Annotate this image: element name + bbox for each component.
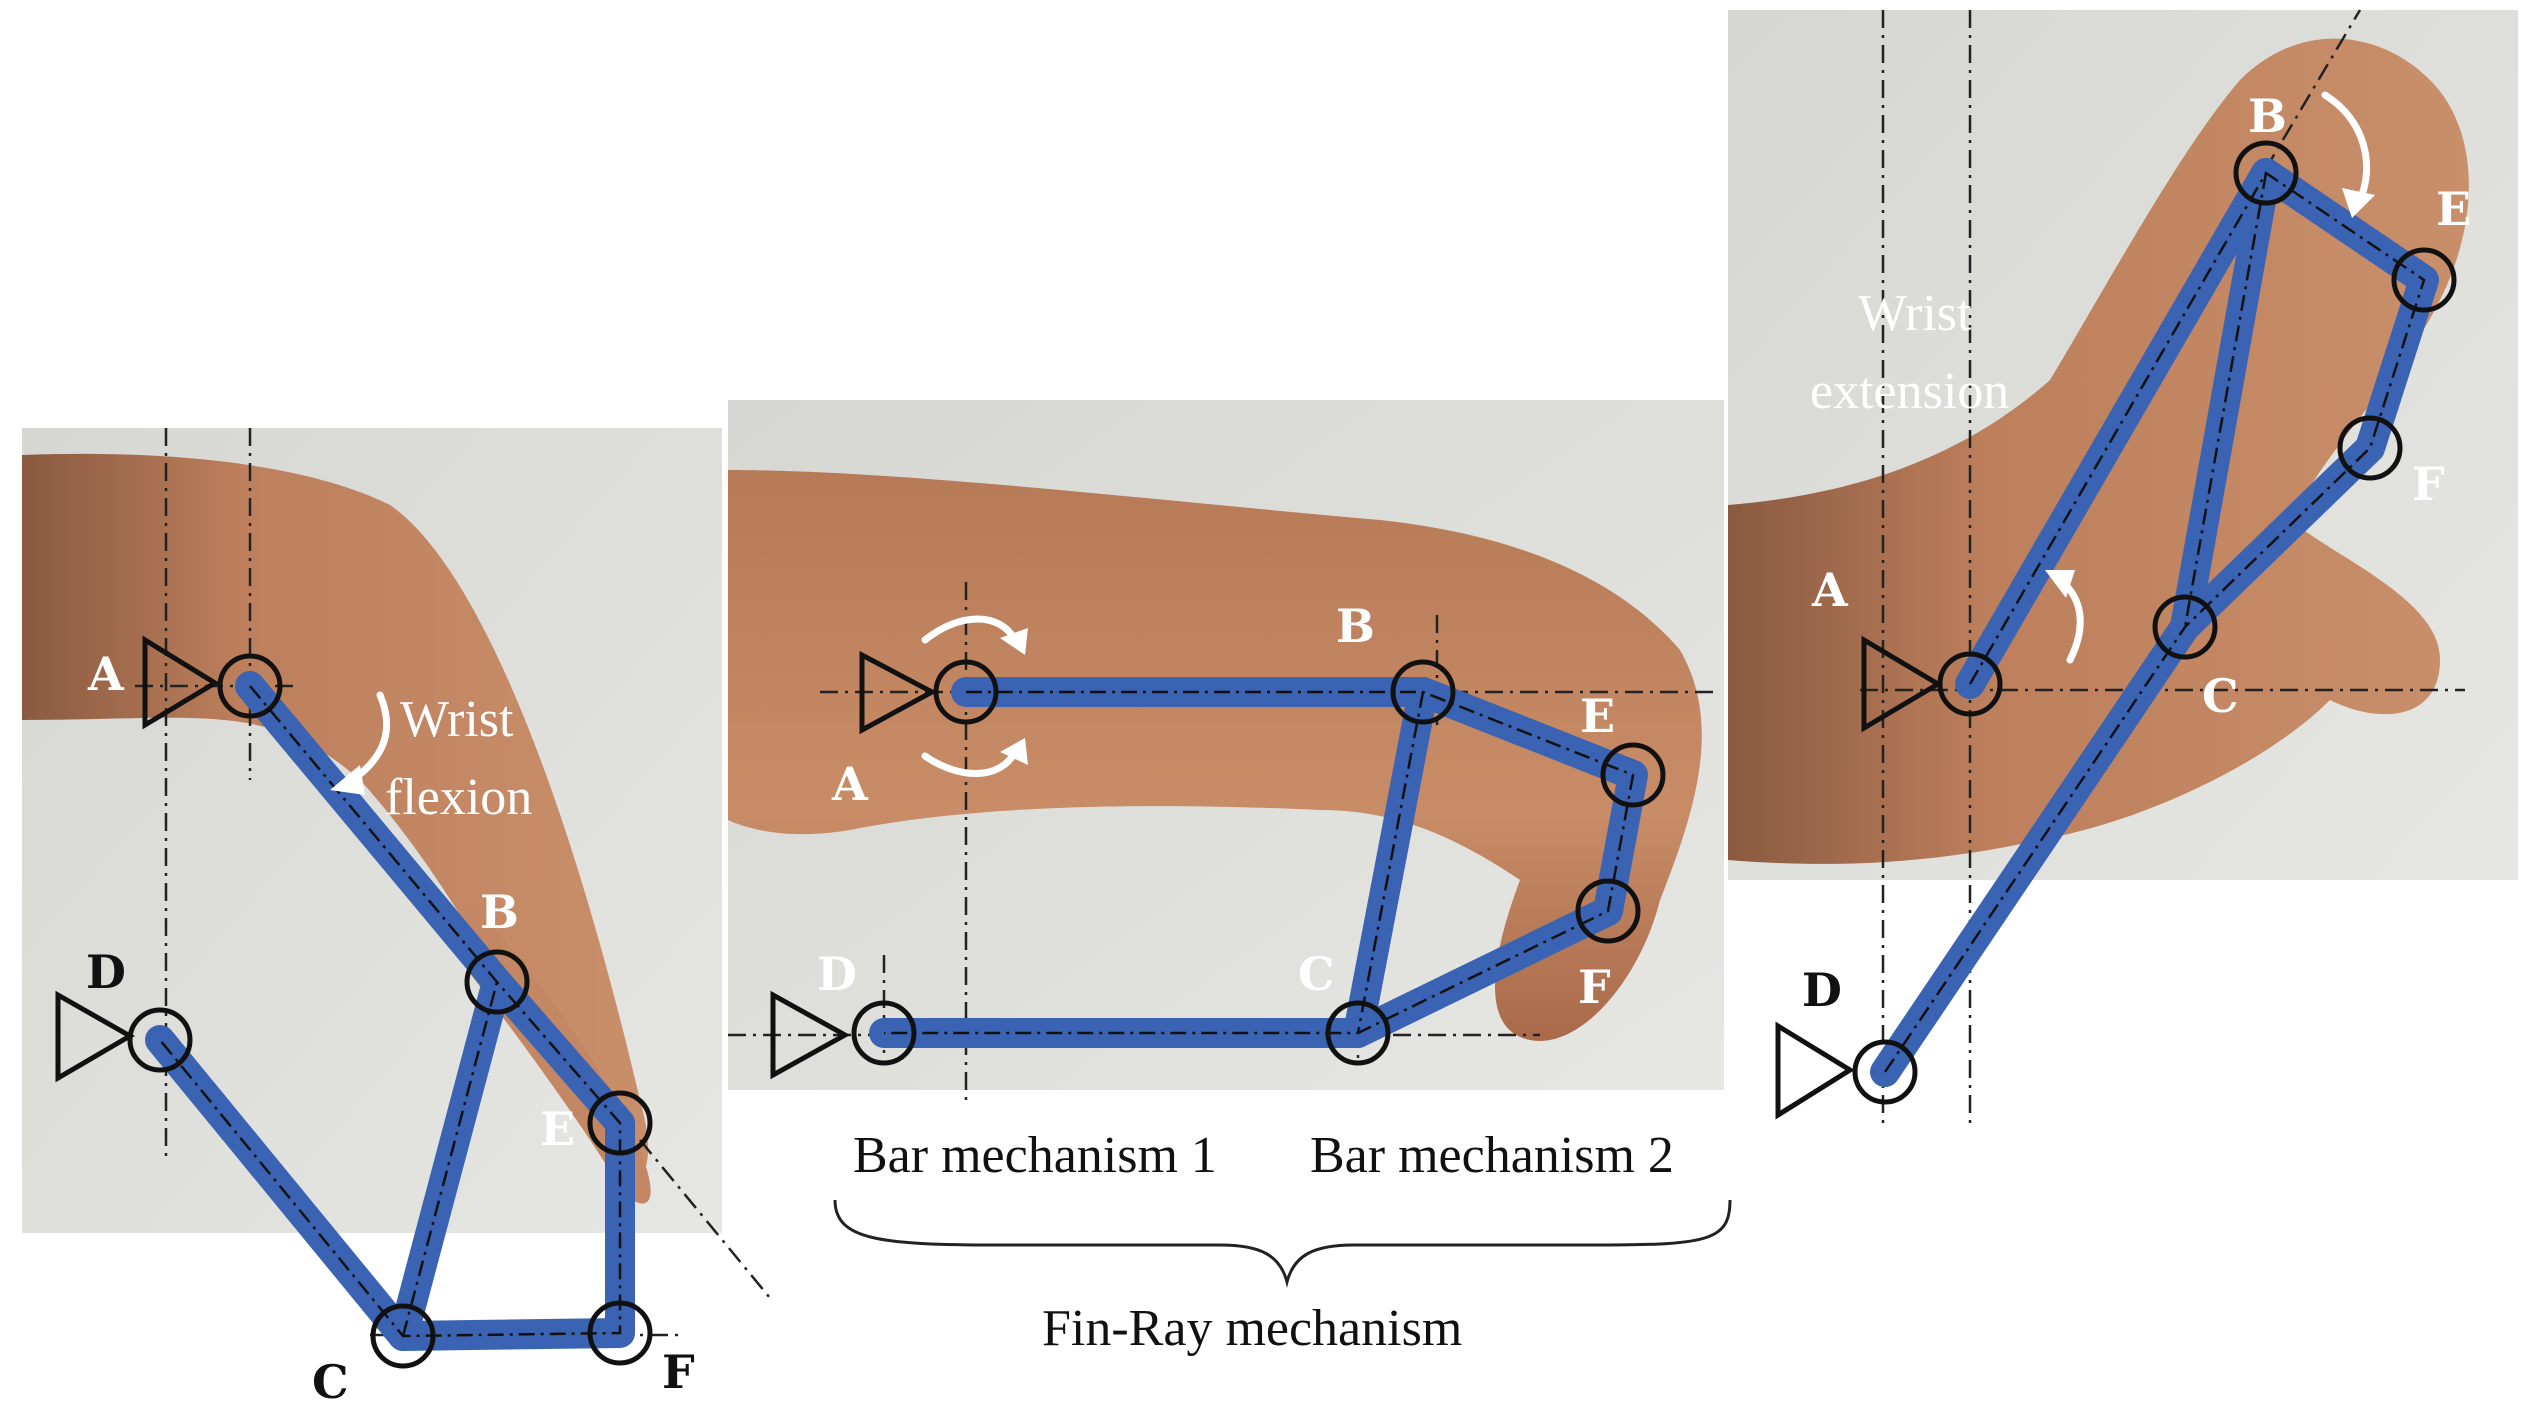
brace-icon	[833, 1199, 1732, 1288]
caption-extension-line2: extension	[1810, 363, 2009, 420]
label-fin-ray-mechanism: Fin-Ray mechanism	[1042, 1300, 1462, 1357]
label-d-flexion: D	[86, 945, 126, 999]
centerline-bc-neutral	[1356, 691, 1425, 1034]
joint-e-flexion-icon	[587, 1090, 653, 1156]
joint-c-extension-icon	[2152, 594, 2218, 660]
rotation-arrow-b-extension-icon	[2321, 91, 2370, 204]
label-a-neutral: A	[831, 757, 869, 811]
pivot-d-extension-icon	[1775, 1021, 1855, 1120]
panel-wrist-extension: A B E F C D Wrist extension	[1728, 9, 2518, 1130]
joint-d-neutral-icon	[851, 1000, 917, 1066]
link-cb-flexion	[388, 967, 512, 1351]
label-e-extension: E	[2436, 182, 2471, 236]
joint-f-neutral-icon	[1575, 878, 1641, 944]
guide-diag-extension	[2263, 9, 2362, 171]
caption-flexion-line2: flexion	[385, 769, 532, 826]
label-b-extension: B	[2248, 89, 2287, 143]
joint-d-extension-icon	[1852, 1039, 1918, 1105]
label-c-flexion: C	[312, 1355, 349, 1409]
joint-a-extension-icon	[1937, 651, 2003, 717]
label-d-neutral: D	[817, 947, 857, 1001]
caption-extension-line1: Wrist	[1858, 285, 1972, 342]
label-a-extension: A	[1811, 563, 1849, 617]
label-c-extension: C	[2202, 669, 2239, 723]
pivot-a-flexion-icon	[142, 635, 220, 730]
hand-neutral	[728, 470, 1702, 1041]
joint-f-extension-icon	[2337, 415, 2403, 481]
centerline-flexion	[159, 685, 622, 1338]
label-f-neutral: F	[1578, 960, 1611, 1014]
rotation-arrow-top-neutral-icon	[921, 615, 1019, 644]
label-c-neutral: C	[1298, 947, 1335, 1001]
joint-e-neutral-icon	[1600, 742, 1666, 808]
rotation-arrowhead-a-extension-icon	[2045, 570, 2075, 598]
joint-b-neutral-icon	[1390, 659, 1456, 725]
joint-d-flexion-icon	[127, 1007, 193, 1073]
label-f-flexion: F	[662, 1345, 695, 1399]
centerline-neutral	[884, 690, 1635, 1035]
joint-b-extension-icon	[2233, 140, 2299, 206]
caption-flexion-line1: Wrist	[400, 691, 514, 748]
label-d-extension: D	[1802, 963, 1842, 1017]
joint-a-neutral-icon	[933, 659, 999, 725]
label-a-flexion: A	[87, 647, 125, 701]
pivot-a-extension-icon	[1861, 635, 1943, 733]
label-b-flexion: B	[480, 885, 519, 939]
label-f-extension: F	[2412, 457, 2445, 511]
joint-f-flexion-icon	[587, 1300, 653, 1366]
pivot-d-flexion-icon	[55, 990, 136, 1083]
label-bar-mechanism-2: Bar mechanism 2	[1310, 1127, 1674, 1184]
joint-c-flexion-icon	[370, 1303, 436, 1369]
panel-wrist-flexion: A B D E C F Wrist flexion	[22, 428, 771, 1409]
centerline-extension	[1883, 171, 2426, 1073]
label-e-flexion: E	[540, 1102, 575, 1156]
joint-e-extension-icon	[2391, 247, 2457, 313]
joint-c-neutral-icon	[1325, 1000, 1391, 1066]
joint-a-flexion-icon	[217, 653, 283, 719]
label-bar-mechanism-1: Bar mechanism 1	[853, 1127, 1217, 1184]
rotation-arrow-bottom-neutral-icon	[921, 748, 1019, 777]
forearm-flexion	[22, 453, 649, 1182]
panel-neutral: A B E F C D Bar mechanism 1 Bar mechanis…	[728, 400, 1732, 1357]
label-b-neutral: B	[1336, 599, 1375, 653]
centerline-bc-extension	[2183, 172, 2268, 628]
rotation-arrowhead-flexion-icon	[330, 765, 365, 795]
rotation-arrowhead-b-extension-icon	[2342, 188, 2375, 218]
rotation-arrowhead-top-neutral-icon	[1000, 628, 1028, 655]
pivot-d-neutral-icon	[770, 990, 851, 1080]
rotation-arrowhead-bottom-neutral-icon	[1000, 738, 1028, 765]
joint-b-flexion-icon	[464, 949, 530, 1015]
pivot-a-neutral-icon	[859, 650, 938, 735]
label-e-neutral: E	[1580, 689, 1615, 743]
